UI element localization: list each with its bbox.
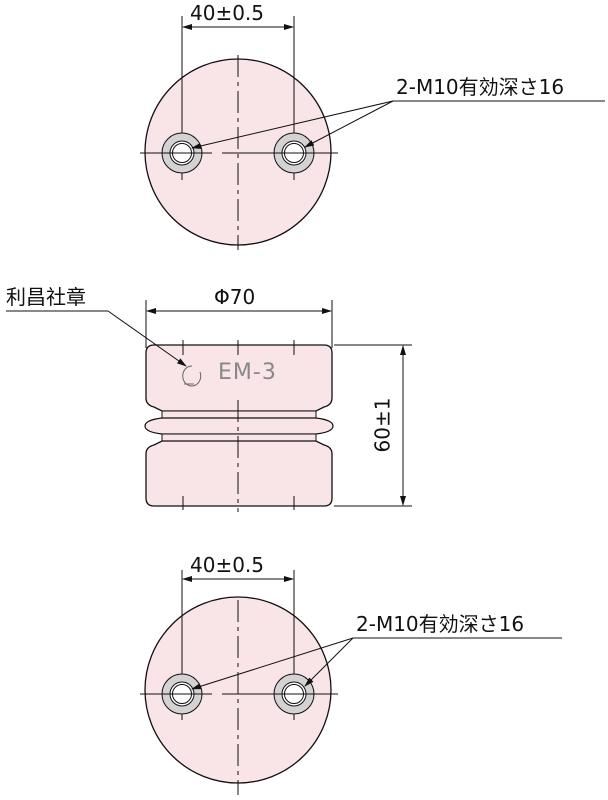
bottom-pitch-dimension-label: 40±0.5 bbox=[190, 553, 265, 577]
logo-label: 利昌社章 bbox=[6, 285, 86, 309]
threaded-hole-right bbox=[272, 132, 316, 174]
height-dimension-label: 60±1 bbox=[370, 397, 395, 453]
top-pitch-dimension-label: 40±0.5 bbox=[190, 1, 265, 25]
top-view bbox=[140, 16, 605, 250]
threaded-hole-left bbox=[160, 132, 204, 174]
threaded-hole-right-bottom bbox=[272, 673, 316, 715]
diameter-dimension-label: Φ70 bbox=[214, 285, 256, 309]
threaded-hole-left-bottom bbox=[160, 673, 204, 715]
engraving-text: EM-3 bbox=[218, 360, 277, 385]
top-thread-callout: 2-M10有効深さ16 bbox=[396, 75, 565, 99]
bottom-view bbox=[140, 570, 562, 795]
company-logo-mark bbox=[182, 365, 202, 387]
bottom-thread-callout: 2-M10有効深さ16 bbox=[356, 612, 525, 636]
side-view bbox=[6, 300, 412, 512]
